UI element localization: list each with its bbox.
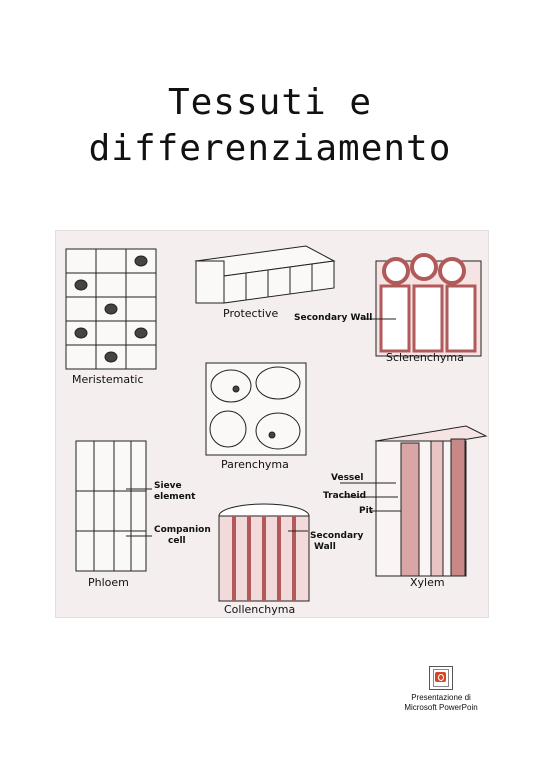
label-vessel: Vessel [331, 473, 364, 483]
label-sieve-element: Sieve element [154, 481, 195, 503]
label-sieve-element-line1: Sieve [154, 481, 182, 491]
label-secondary-wall-top: Secondary Wall [294, 313, 373, 323]
label-tracheid: Tracheid [323, 491, 367, 501]
label-companion-cell: Companion cell [154, 525, 211, 547]
label-parenchyma: Parenchyma [221, 458, 289, 471]
meristematic-illustration [65, 248, 157, 370]
label-secondary-wall-bottom-line2: Wall [314, 542, 336, 552]
label-sclerenchyma: Sclerenchyma [386, 351, 464, 364]
parenchyma-illustration [205, 362, 307, 456]
phloem-illustration [75, 440, 152, 572]
label-meristematic: Meristematic [72, 373, 144, 386]
collenchyma-illustration [218, 503, 310, 602]
powerpoint-embedded-object[interactable]: Presentazione di Microsoft PowerPoin [395, 666, 487, 713]
sclerenchyma-illustration [361, 253, 482, 357]
label-secondary-wall-bottom-line1: Secondary [310, 531, 364, 541]
xylem-illustration [340, 425, 488, 577]
label-phloem: Phloem [88, 576, 129, 589]
label-sieve-element-line2: element [154, 492, 196, 502]
protective-illustration [194, 245, 336, 304]
powerpoint-icon[interactable] [429, 666, 453, 690]
page-title: Tessuti e differenziamento [0, 80, 540, 172]
label-companion-cell-line2: cell [168, 536, 186, 546]
label-companion-cell-line1: Companion [154, 525, 211, 535]
label-protective: Protective [223, 307, 279, 320]
powerpoint-caption-line-1: Presentazione di [411, 693, 471, 702]
label-xylem: Xylem [410, 576, 445, 589]
label-collenchyma: Collenchyma [224, 603, 296, 616]
label-pit: Pit [359, 506, 373, 516]
tissue-illustrations [65, 245, 488, 602]
plant-tissues-figure: Protective Secondary Wall Sclerenchyma M… [55, 230, 489, 618]
title-line-1: Tessuti e [167, 82, 373, 123]
label-secondary-wall-bottom: Secondary Wall [310, 531, 363, 553]
title-line-2: differenziamento [88, 128, 452, 169]
powerpoint-caption-line-2: Microsoft PowerPoin [404, 703, 478, 712]
